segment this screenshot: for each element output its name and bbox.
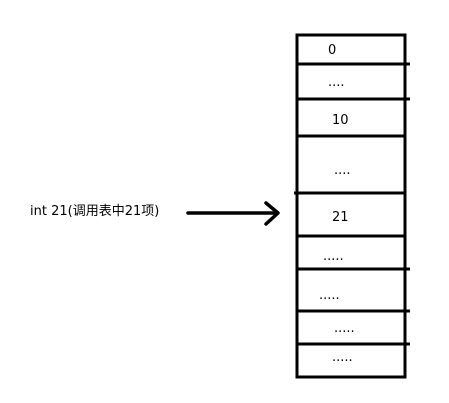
table-cell: ....	[328, 75, 345, 90]
table-cell: 21	[332, 210, 349, 225]
table-cell: .....	[334, 321, 355, 336]
table-cell: 0	[328, 43, 336, 58]
instruction-label: int 21(调用表中21项)	[30, 204, 159, 219]
table-cell: 10	[332, 113, 349, 128]
pointer-arrow	[186, 201, 280, 226]
arrow-head-icon	[264, 201, 280, 226]
table-cell: .....	[319, 288, 340, 303]
table-cell: ....	[334, 163, 351, 178]
table-cells: 0 .... 10 .... 21 ..... ..... ..... ....…	[319, 43, 355, 365]
table-cell: .....	[323, 249, 344, 264]
table-outline	[295, 33, 407, 379]
table-dividers	[294, 62, 410, 346]
table-cell: .....	[332, 350, 353, 365]
